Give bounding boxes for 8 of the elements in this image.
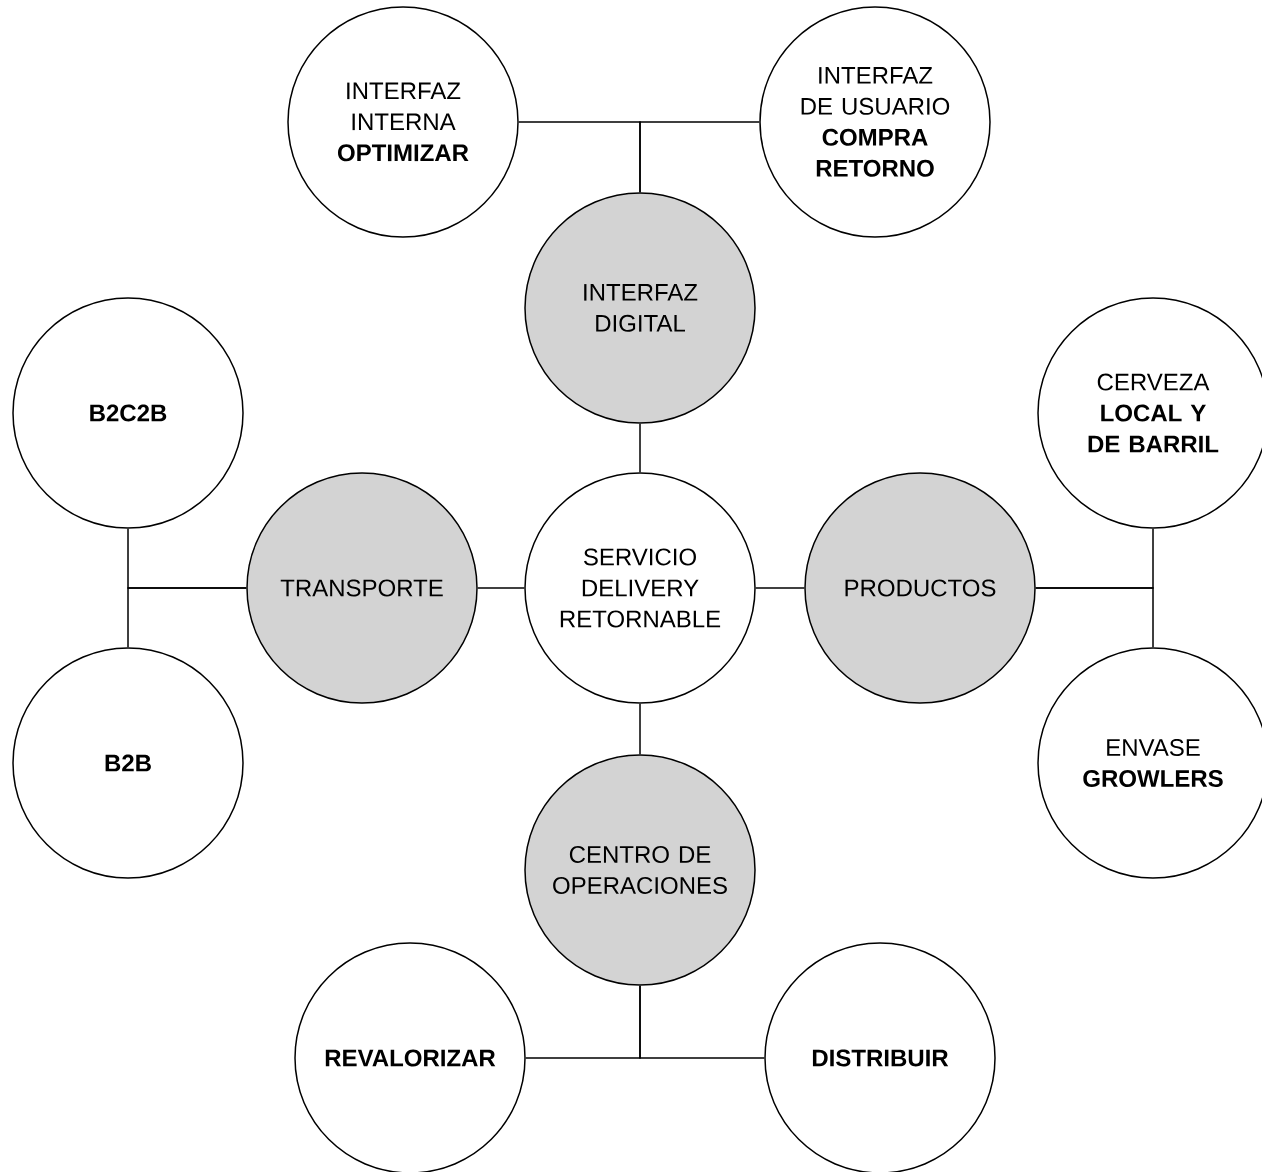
connector-line: [639, 121, 760, 193]
connector-line: [127, 587, 247, 648]
connector-line: [639, 985, 765, 1059]
connector-line: [639, 423, 641, 473]
connector-line: [639, 703, 641, 755]
connector-line: [1035, 587, 1154, 648]
connector-line: [477, 587, 525, 589]
connector-line: [755, 587, 805, 589]
